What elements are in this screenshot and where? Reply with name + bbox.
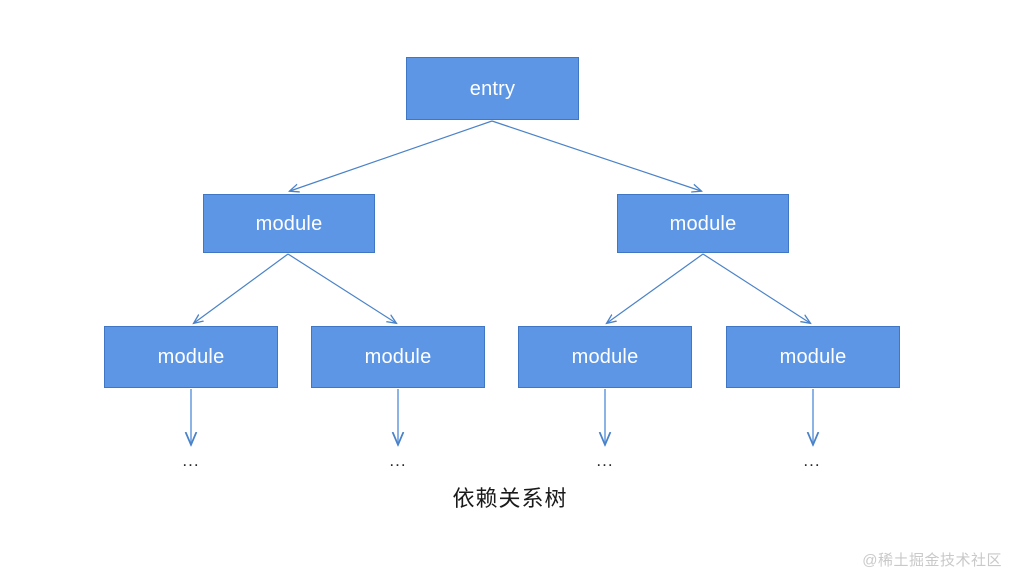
ellipsis-under-leaf-1: ... (182, 451, 200, 470)
edge-module-right-to-leaf-3 (607, 253, 704, 323)
edge-entry-to-module-right (491, 120, 701, 191)
ellipsis-under-leaf-2: ... (389, 451, 407, 470)
node-module-level2-left[interactable]: module (203, 194, 375, 253)
node-module-level2-right[interactable]: module (617, 194, 789, 253)
node-module-level3-3[interactable]: module (518, 326, 692, 388)
node-module-level3-2[interactable]: module (311, 326, 485, 388)
edge-module-left-to-leaf-1 (194, 253, 289, 323)
watermark: @稀土掘金技术社区 (862, 552, 1002, 569)
edge-module-left-to-leaf-2 (287, 253, 396, 323)
edge-module-right-to-leaf-4 (702, 253, 810, 323)
diagram-caption: 依赖关系树 (452, 486, 568, 511)
ellipsis-under-leaf-3: ... (596, 451, 614, 470)
ellipsis-under-leaf-4: ... (803, 451, 821, 470)
node-module-level3-4[interactable]: module (726, 326, 900, 388)
edge-entry-to-module-left (290, 120, 493, 191)
node-module-level3-1[interactable]: module (104, 326, 278, 388)
node-entry[interactable]: entry (406, 57, 579, 120)
